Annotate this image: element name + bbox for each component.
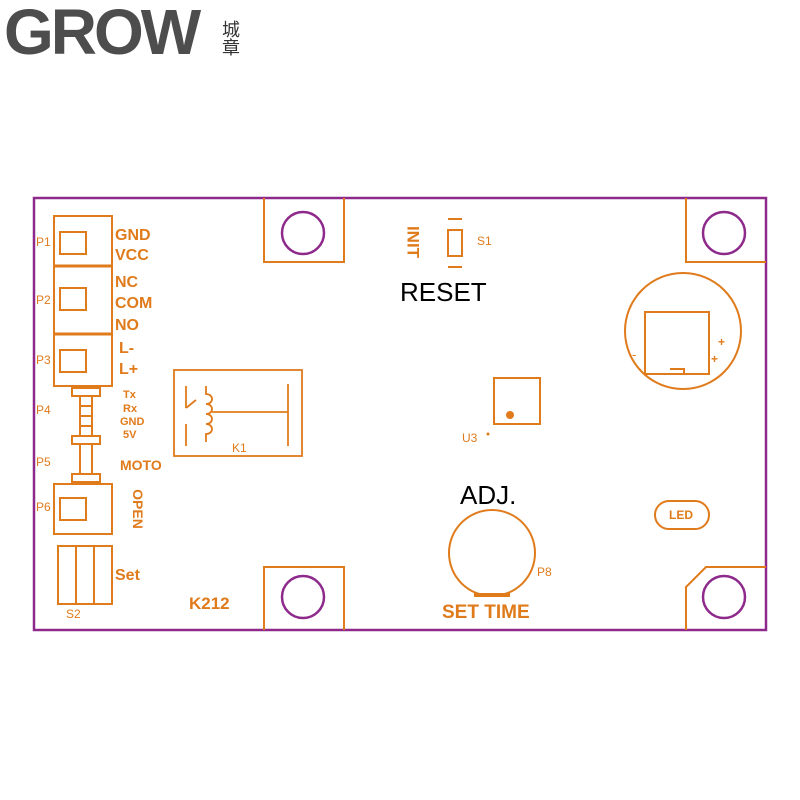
label-vcc: VCC bbox=[115, 247, 149, 264]
label-l-minus: L- bbox=[119, 340, 135, 357]
mount-pad-top-right bbox=[685, 198, 766, 263]
board-outline bbox=[32, 196, 768, 632]
label-s2: S2 bbox=[66, 607, 81, 621]
label-p1: P1 bbox=[36, 235, 51, 249]
label-buzzer-plus-1: + bbox=[718, 335, 726, 349]
u3-sensor bbox=[493, 377, 541, 425]
relay-k1 bbox=[173, 369, 303, 457]
mount-pad-bottom-right bbox=[685, 566, 766, 630]
label-gnd-p4: GND bbox=[120, 416, 145, 428]
label-moto: MOTO bbox=[120, 457, 162, 473]
label-init: INIT bbox=[403, 225, 423, 259]
label-p6: P6 bbox=[36, 500, 51, 514]
label-com: COM bbox=[115, 295, 153, 312]
label-p4: P4 bbox=[36, 403, 51, 417]
label-set: Set bbox=[115, 567, 140, 584]
label-buzzer-minus: - bbox=[632, 347, 637, 362]
label-open: OPEN bbox=[130, 489, 146, 529]
label-p2: P2 bbox=[36, 293, 51, 307]
label-tx: Tx bbox=[123, 389, 136, 401]
logo-text: GROW bbox=[4, 0, 201, 68]
label-p5: P5 bbox=[36, 455, 51, 469]
label-no: NO bbox=[115, 317, 139, 334]
mount-hole-bottom-right bbox=[701, 574, 747, 620]
label-led: LED bbox=[669, 508, 693, 522]
potentiometer-p8 bbox=[448, 509, 536, 597]
u3-pin1-dot bbox=[506, 411, 514, 419]
mount-pad-bottom-left bbox=[263, 566, 345, 630]
connector-p6 bbox=[53, 483, 113, 535]
label-nc: NC bbox=[115, 274, 139, 291]
label-k212: K212 bbox=[189, 594, 230, 613]
label-l-plus: L+ bbox=[119, 361, 139, 378]
mount-hole-bottom-left bbox=[280, 574, 326, 620]
label-u3: U3 bbox=[462, 431, 478, 445]
mount-hole-top-right bbox=[701, 210, 747, 256]
label-5v: 5V bbox=[123, 429, 137, 441]
header-p4-p5 bbox=[71, 387, 101, 483]
label-set-time: SET TIME bbox=[442, 602, 530, 623]
mount-hole-top-left bbox=[280, 210, 326, 256]
mount-pad-top-left bbox=[263, 198, 345, 263]
label-s1: S1 bbox=[477, 234, 492, 248]
label-rx: Rx bbox=[123, 403, 138, 415]
switch-s2 bbox=[57, 545, 113, 605]
buzzer bbox=[624, 272, 742, 390]
label-reset: RESET bbox=[400, 277, 487, 307]
terminal-block bbox=[53, 215, 113, 387]
label-p8: P8 bbox=[537, 565, 552, 579]
switch-s1 bbox=[447, 218, 463, 268]
label-buzzer-plus-2: + bbox=[711, 352, 719, 366]
u3-marker-dot bbox=[486, 432, 490, 436]
label-p3: P3 bbox=[36, 353, 51, 367]
label-adj: ADJ. bbox=[460, 480, 517, 510]
label-k1: K1 bbox=[232, 441, 247, 455]
label-gnd: GND bbox=[115, 227, 151, 244]
led-outline bbox=[654, 500, 710, 530]
logo-chinese-text: 城章 bbox=[219, 20, 240, 56]
